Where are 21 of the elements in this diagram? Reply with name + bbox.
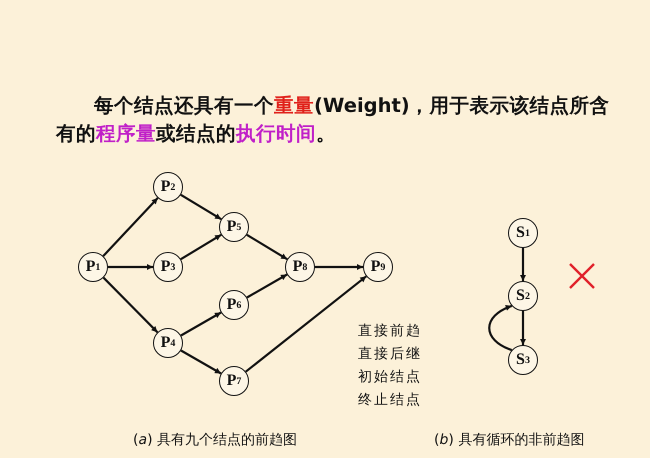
arrow <box>180 234 222 260</box>
arrow <box>102 197 159 257</box>
figure-caption: (b) 具有循环的非前趋图 <box>434 431 584 449</box>
term-note: 终止结点 <box>358 391 422 409</box>
arrow <box>180 312 222 336</box>
term-note: 直接前趋 <box>358 322 422 340</box>
arrow <box>315 264 363 270</box>
arrow <box>520 248 526 281</box>
term-note: 初始结点 <box>358 368 422 386</box>
heading: 每个结点还具有一个重量(Weight)，用于表示该结点所含有的程序量或结点的执行时间。 <box>56 93 611 147</box>
arrow <box>102 276 158 334</box>
arrow <box>180 350 222 374</box>
arrow <box>245 275 367 373</box>
arrow <box>246 274 288 298</box>
arrow <box>246 234 288 260</box>
arrow <box>180 194 222 220</box>
figure-caption: (a) 具有九个结点的前趋图 <box>133 431 297 449</box>
term-note: 直接后继 <box>358 345 422 363</box>
arrow <box>108 264 153 270</box>
arrow <box>488 304 512 352</box>
arrow <box>520 311 526 345</box>
